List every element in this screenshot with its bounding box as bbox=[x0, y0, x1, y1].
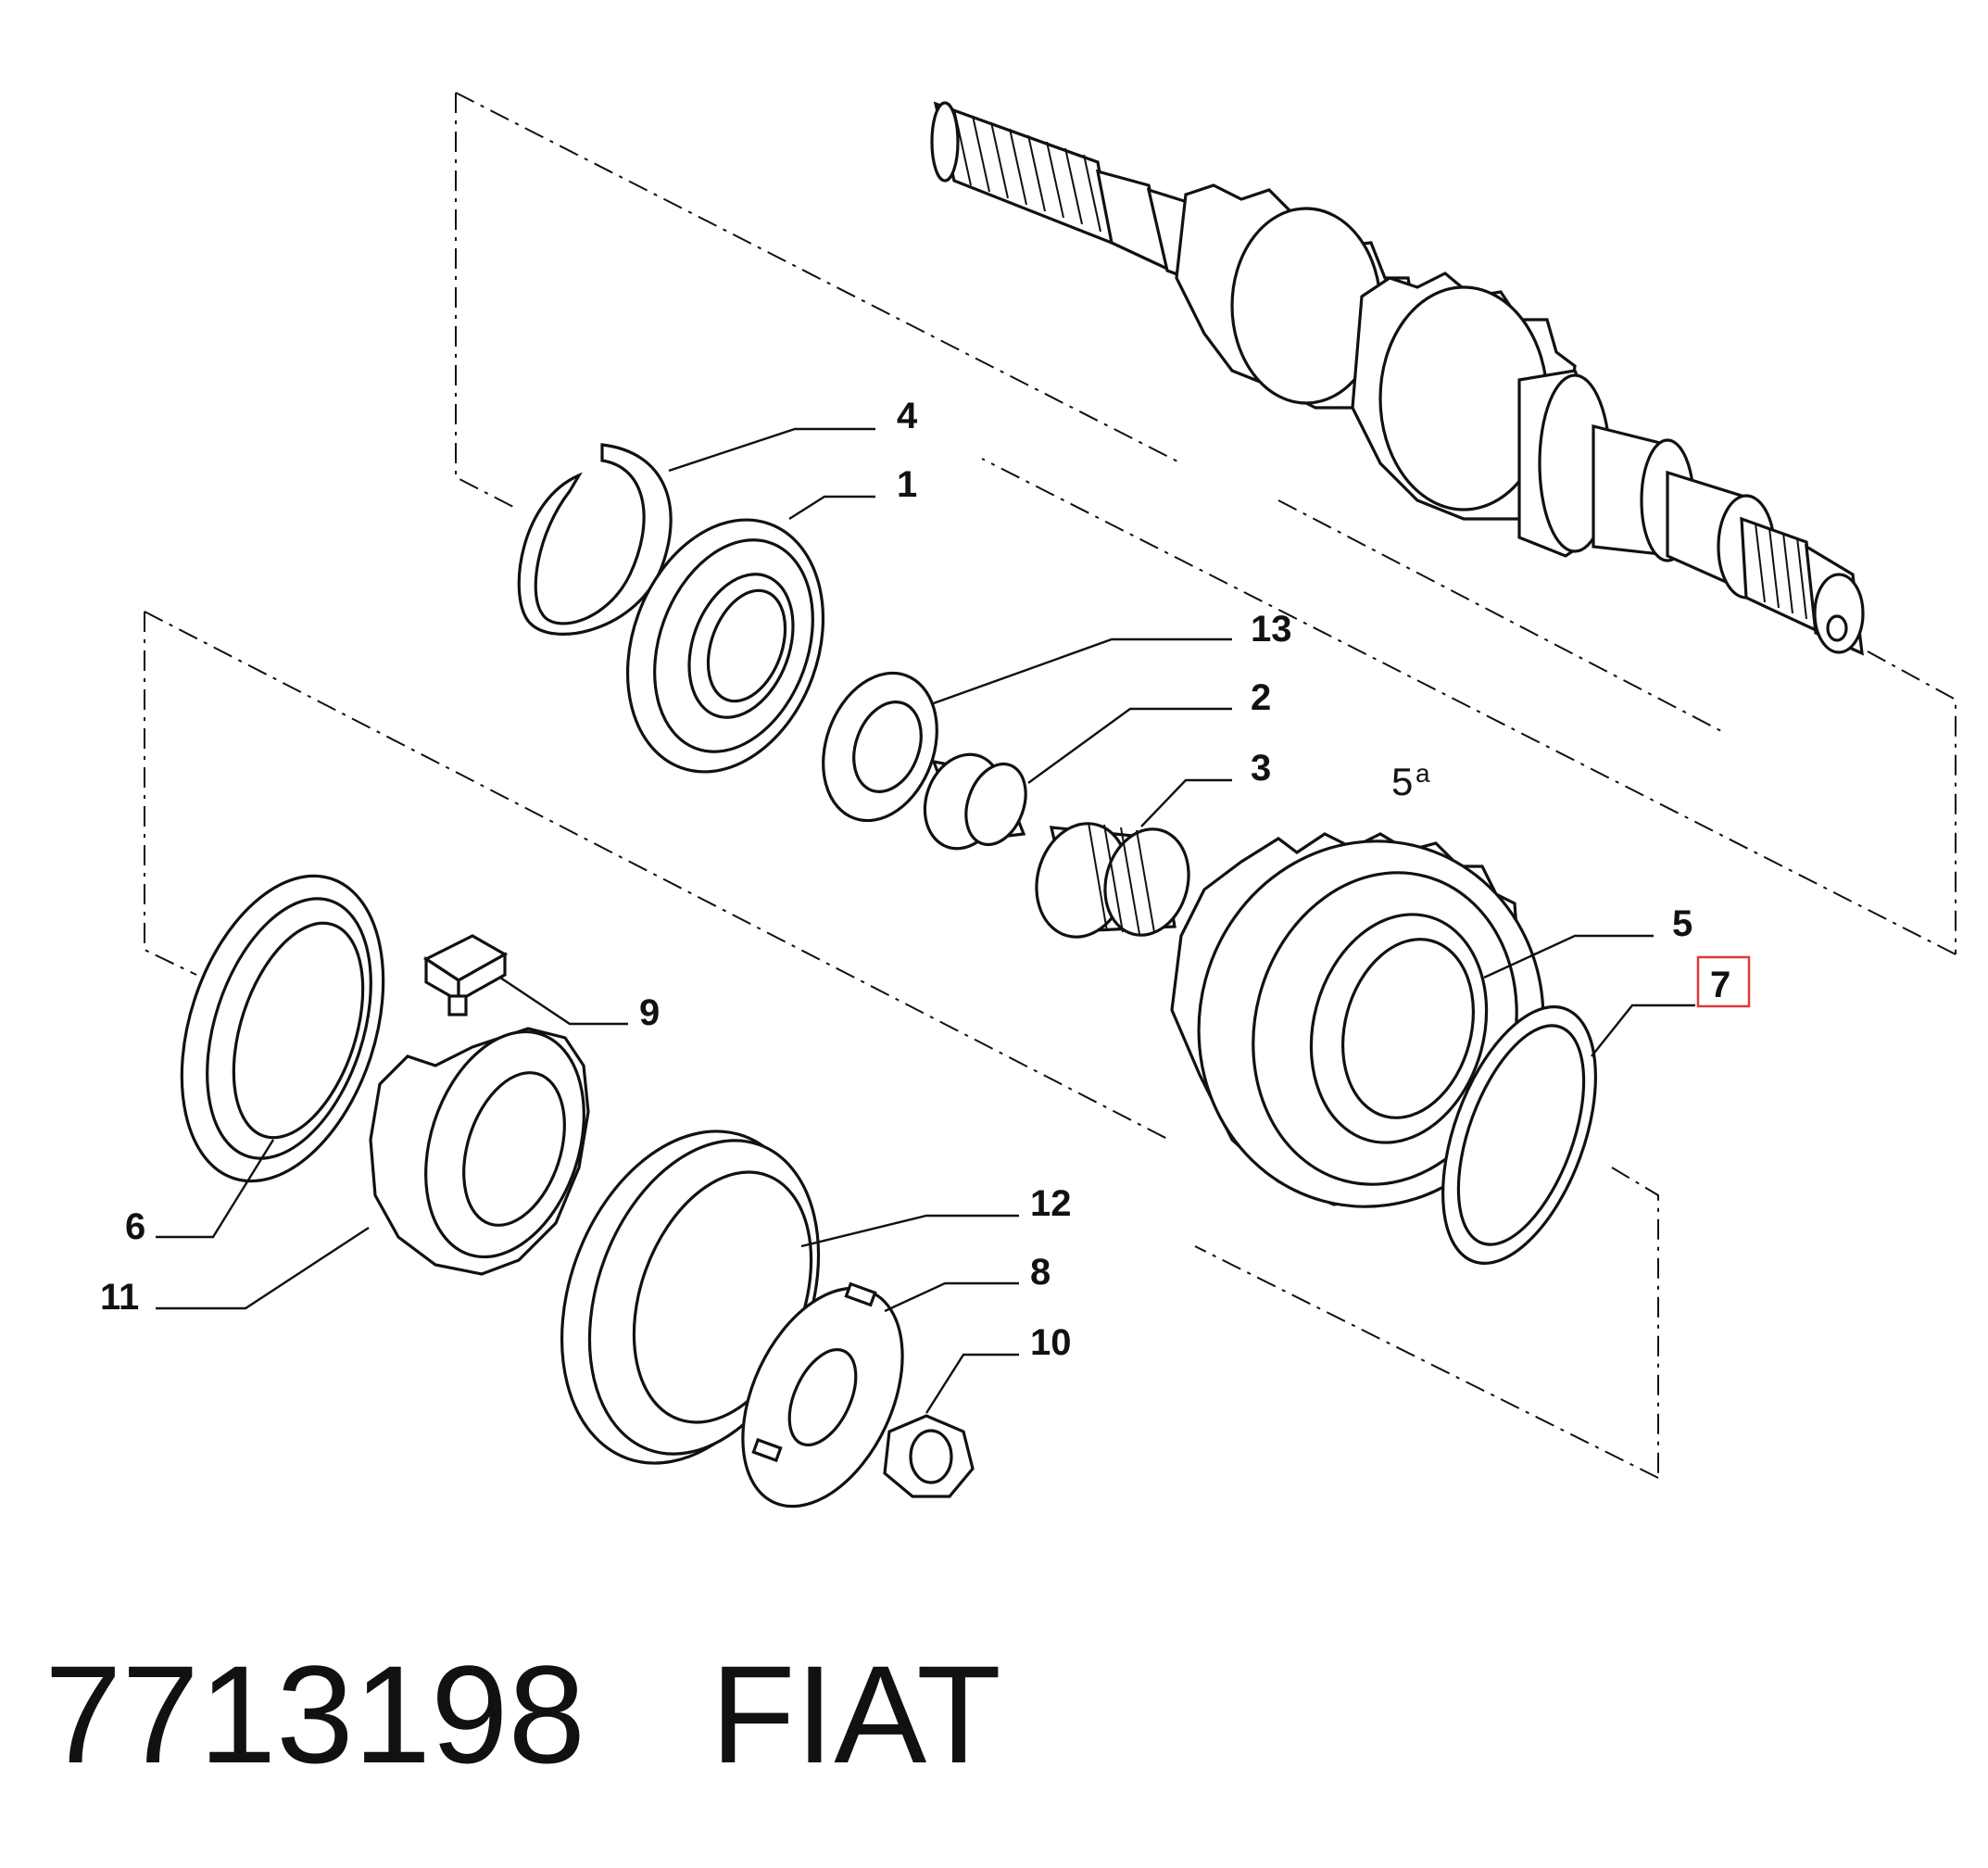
part-2-bushing bbox=[923, 752, 1027, 851]
part-4-snap-ring bbox=[517, 443, 673, 636]
callout-3: 3 bbox=[1251, 748, 1271, 789]
part-number: 7713198 bbox=[44, 1636, 585, 1792]
callout-7-highlight-box bbox=[1696, 955, 1751, 1008]
callout-13: 13 bbox=[1251, 609, 1292, 650]
callout-2: 2 bbox=[1251, 677, 1271, 718]
part-10-nut bbox=[883, 1414, 975, 1498]
callout-6: 6 bbox=[125, 1206, 145, 1247]
callout-4: 4 bbox=[897, 396, 918, 436]
callout-7: 7 bbox=[1710, 965, 1730, 1005]
assembly-boundary-lower bbox=[144, 611, 1659, 1479]
part-13-spacer-ring bbox=[822, 671, 938, 823]
brand-name: FIAT bbox=[710, 1636, 1001, 1792]
callout-1: 1 bbox=[897, 464, 917, 505]
leader-lines bbox=[156, 427, 1695, 1414]
part-6-synchronizer-ring bbox=[180, 874, 385, 1183]
part-9-sliding-key bbox=[422, 934, 509, 1016]
part-3-needle-roller-cage bbox=[1035, 822, 1190, 939]
main-shaft bbox=[930, 101, 1865, 656]
part-7-thrust-washer bbox=[1441, 1005, 1597, 1265]
gear-label: 5 bbox=[1391, 760, 1413, 803]
part-5-fifth-gear bbox=[1170, 832, 1545, 1208]
callout-10: 10 bbox=[1030, 1322, 1072, 1363]
callout-11: 11 bbox=[100, 1277, 139, 1318]
callout-12: 12 bbox=[1030, 1183, 1072, 1224]
part-1-ball-bearing bbox=[625, 518, 825, 774]
callout-9: 9 bbox=[639, 992, 660, 1033]
callout-8: 8 bbox=[1030, 1252, 1051, 1293]
gear-label-superscript: a bbox=[1416, 759, 1430, 788]
part-8-tab-washer bbox=[741, 1281, 904, 1508]
callout-5: 5 bbox=[1672, 903, 1692, 944]
assembly-boundary-upper bbox=[455, 92, 1957, 955]
part-11-synchronizer-hub bbox=[369, 1027, 590, 1276]
